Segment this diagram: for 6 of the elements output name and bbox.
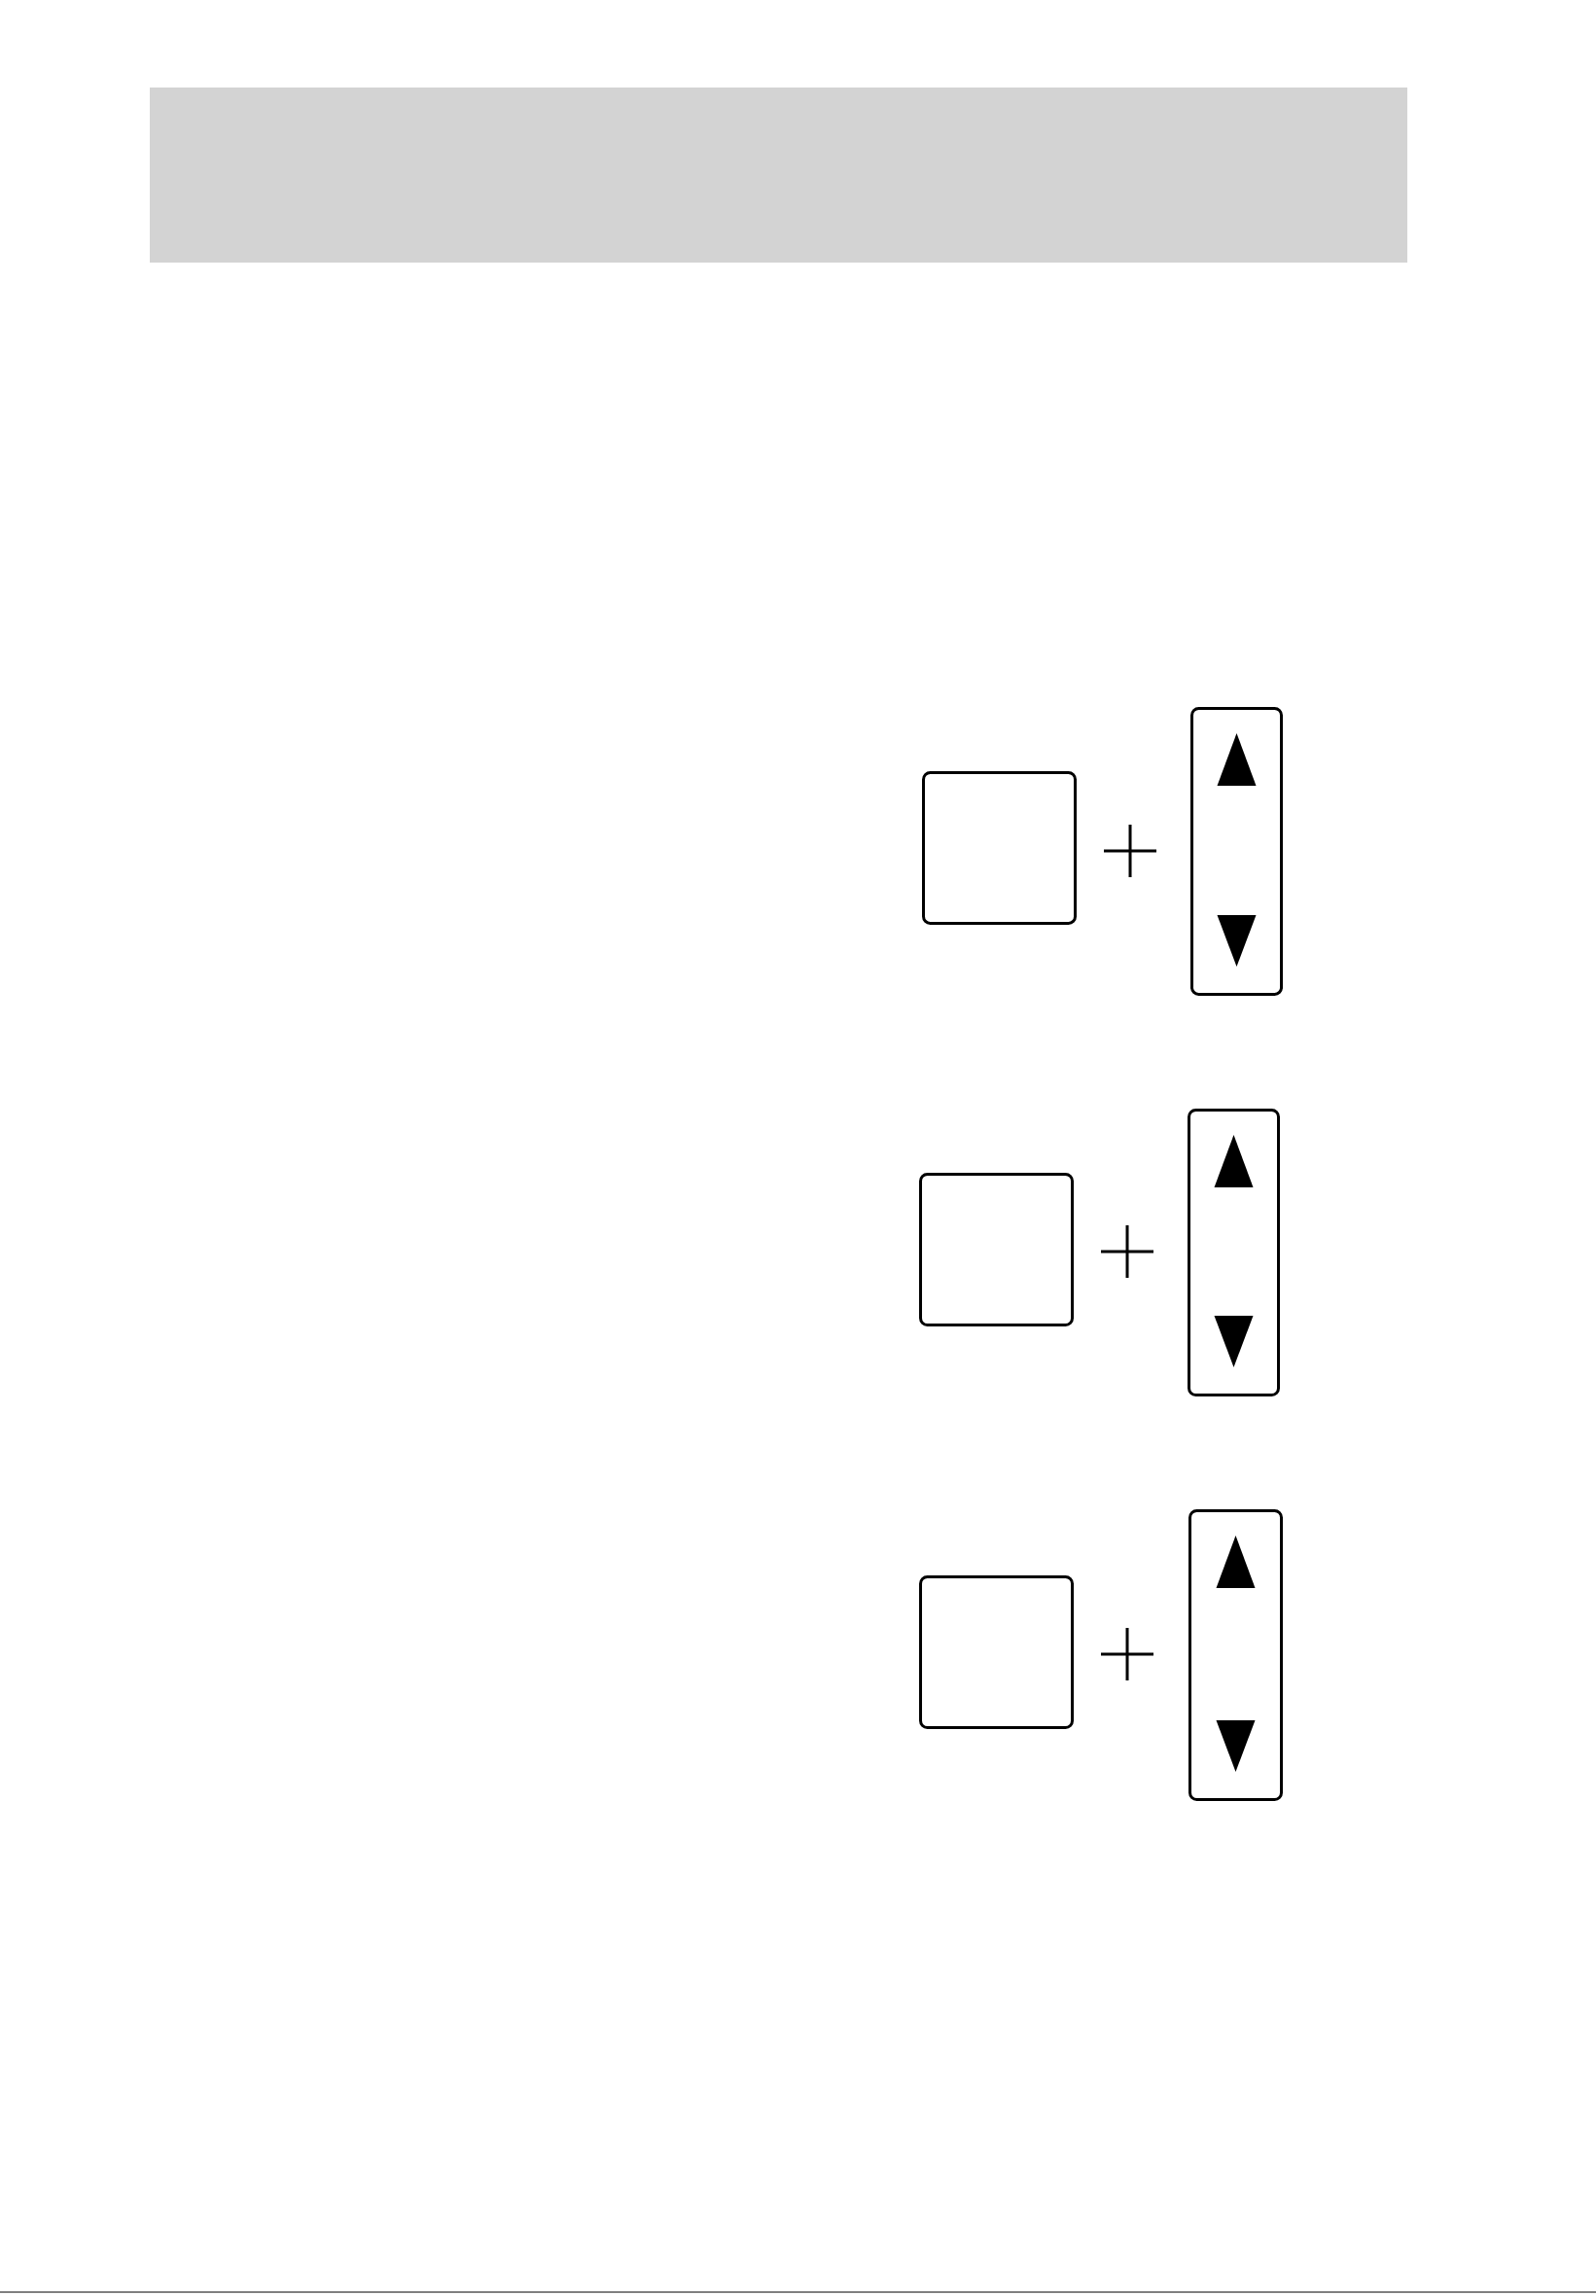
button-box — [919, 1575, 1074, 1729]
button-box — [922, 771, 1077, 925]
rocker-switch — [1190, 707, 1283, 996]
rocker-switch — [1188, 1109, 1280, 1396]
rocker-switch — [1188, 1509, 1283, 1801]
button-box — [919, 1173, 1074, 1326]
